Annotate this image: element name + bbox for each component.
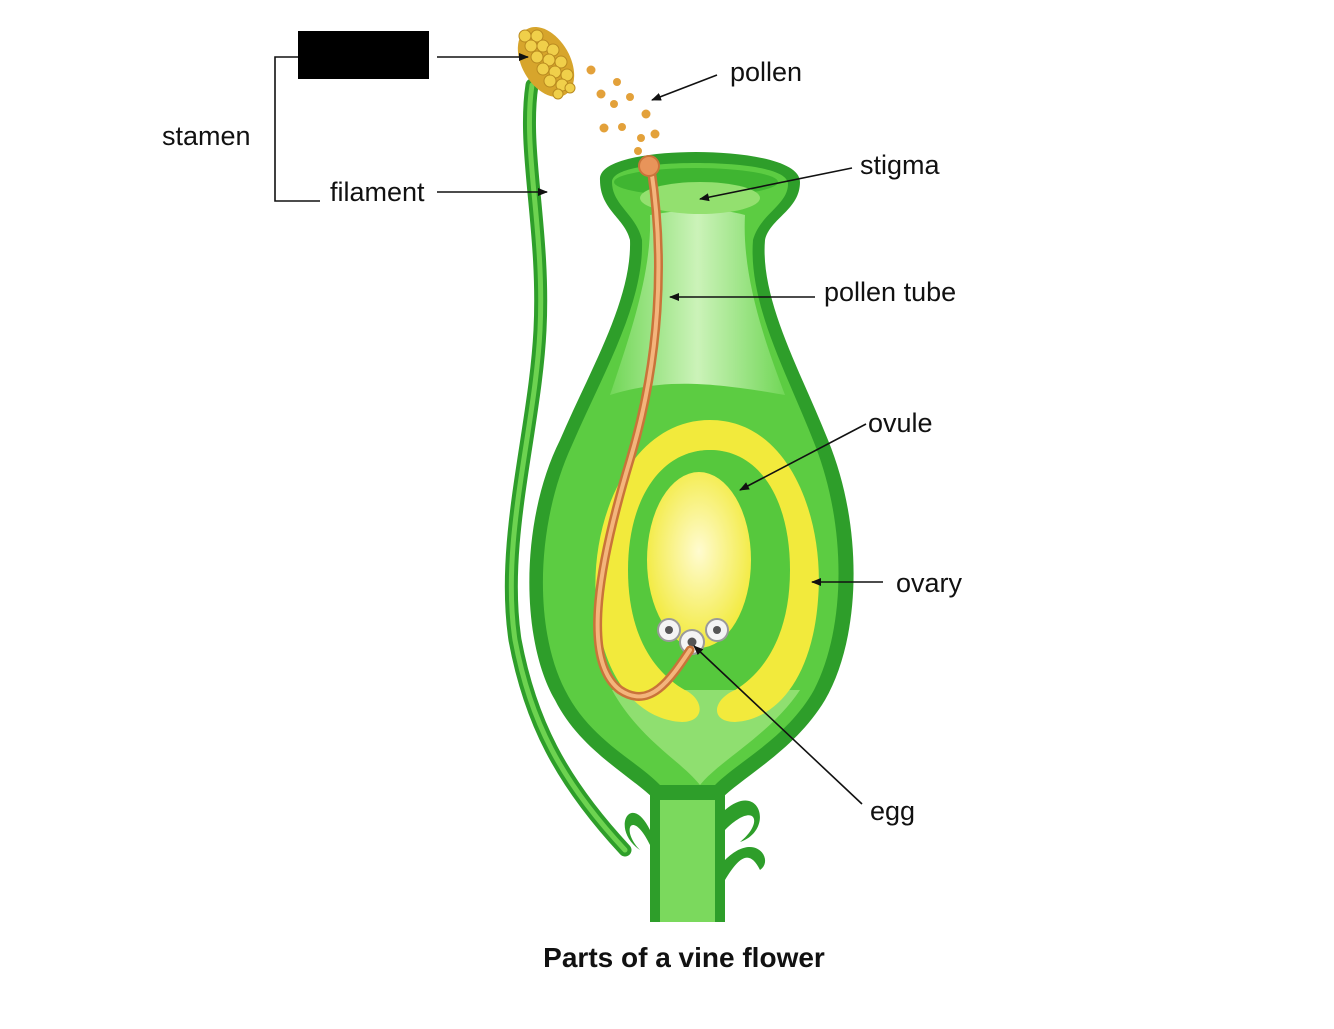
label-pollen-tube: pollen tube xyxy=(824,277,956,307)
label-ovary: ovary xyxy=(896,568,963,598)
label-egg: egg xyxy=(870,796,915,826)
pollen-pointer xyxy=(652,75,717,100)
pollen-grains xyxy=(587,66,660,156)
redacted-label-box xyxy=(298,31,429,79)
diagram-title: Parts of a vine flower xyxy=(543,942,825,973)
label-stigma: stigma xyxy=(860,150,941,180)
label-ovule: ovule xyxy=(868,408,933,438)
label-filament: filament xyxy=(330,177,425,207)
label-pollen: pollen xyxy=(730,57,802,87)
label-stamen: stamen xyxy=(162,121,251,151)
anther xyxy=(506,17,586,107)
